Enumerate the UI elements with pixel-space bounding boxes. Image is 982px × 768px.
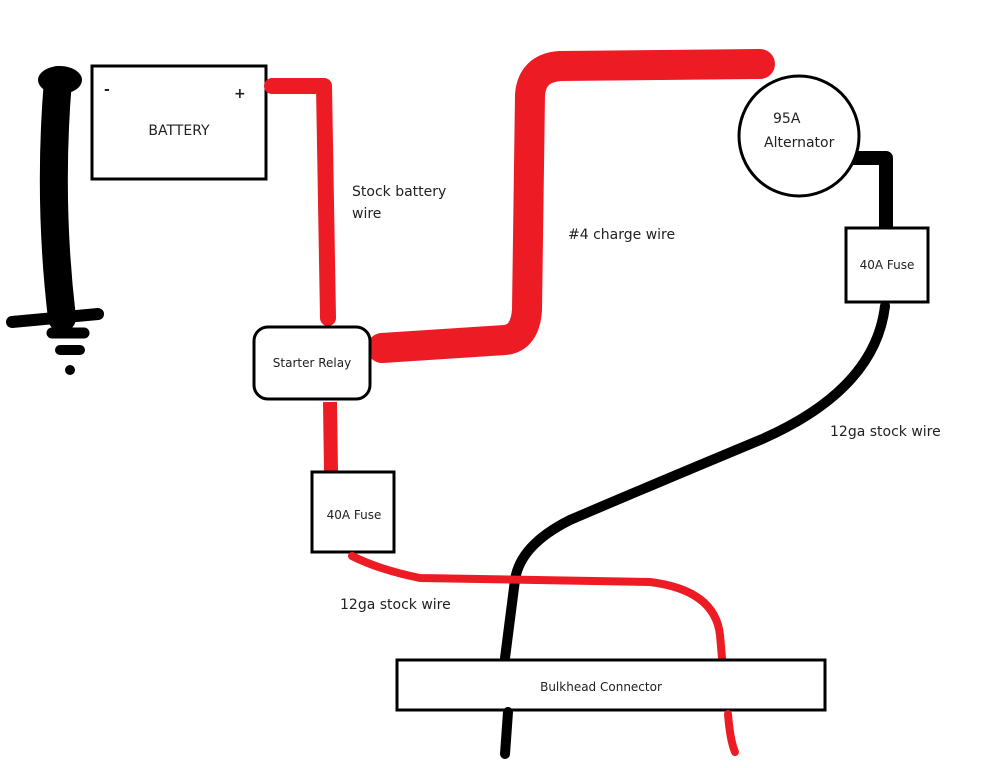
black-wire-exit: [500, 707, 513, 759]
battery-label: BATTERY: [148, 123, 210, 139]
fuse-right-label: 40A Fuse: [860, 258, 915, 272]
red-stock-wire: [348, 552, 726, 662]
stock-battery-wire: [264, 78, 336, 326]
alternator-fuse-wire: [848, 151, 893, 230]
stock-battery-wire-label: Stock battery: [352, 184, 446, 200]
relay-fuse-wire: [323, 401, 338, 473]
black-stock-wire: [500, 301, 890, 663]
charge-wire-label: #4 charge wire: [568, 227, 675, 243]
battery: - + BATTERY: [90, 64, 268, 181]
ground-symbol-icon: [6, 308, 104, 375]
alternator-label-line2: Alternator: [764, 135, 835, 151]
alternator-label-line1: 95A: [773, 111, 801, 127]
charge-wire: [367, 49, 775, 363]
fuse-right: 40A Fuse: [844, 226, 930, 304]
bulkhead-connector: Bulkhead Connector: [395, 658, 827, 712]
starter-relay-label: Starter Relay: [273, 356, 351, 370]
red-wire-exit: [724, 710, 739, 756]
ground-wire: [38, 66, 82, 332]
fuse-left-label: 40A Fuse: [327, 508, 382, 522]
stock-battery-wire-label-line2: wire: [352, 206, 381, 222]
battery-negative-terminal: -: [104, 82, 110, 98]
red-stock-wire-label: 12ga stock wire: [340, 597, 451, 613]
black-stock-wire-label: 12ga stock wire: [830, 424, 941, 440]
alternator: 95A Alternator: [737, 74, 861, 198]
starter-relay: Starter Relay: [252, 325, 372, 401]
fuse-left: 40A Fuse: [310, 470, 396, 554]
bulkhead-connector-label: Bulkhead Connector: [540, 680, 662, 694]
battery-positive-terminal: +: [234, 86, 246, 102]
